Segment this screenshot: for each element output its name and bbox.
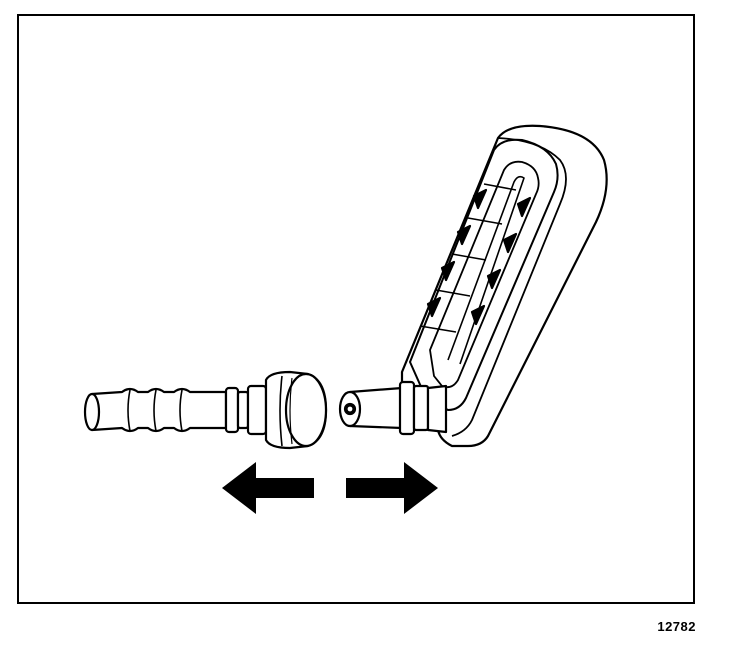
figure-number: 12782 (657, 619, 696, 634)
male-tube-end (338, 380, 448, 436)
fuel-line (83, 384, 268, 436)
disconnect-tool (400, 124, 608, 448)
quick-connect-fitting (264, 370, 328, 450)
figure-frame (17, 14, 695, 604)
arrow-left-icon (222, 462, 314, 514)
arrow-right-icon (346, 462, 438, 514)
